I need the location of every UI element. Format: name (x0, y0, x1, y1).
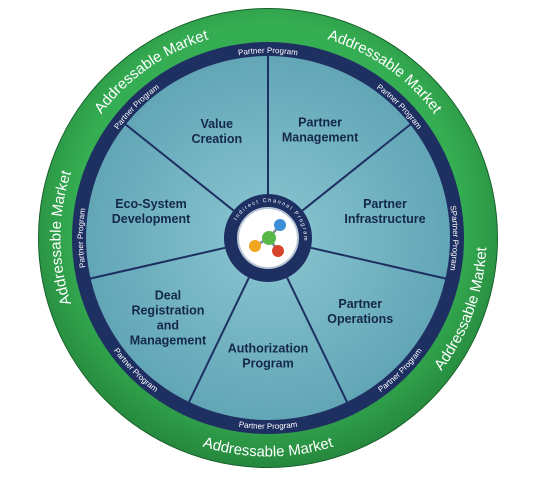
partner-program-label: Partner Program (237, 46, 298, 57)
hub: Indirect Channel Program (224, 194, 312, 282)
segment-divider (76, 246, 226, 283)
segment-divider (301, 115, 422, 212)
molecule-logo-icon (249, 219, 286, 257)
segment-divider (114, 115, 235, 212)
segment-divider (286, 277, 354, 416)
partner-program-label: Partner Program (238, 420, 298, 431)
segment-divider (310, 246, 460, 283)
partner-program-label: Partner Program (76, 207, 87, 268)
partner-program-label: SPartner Program (448, 205, 460, 272)
segment-divider (182, 277, 250, 416)
